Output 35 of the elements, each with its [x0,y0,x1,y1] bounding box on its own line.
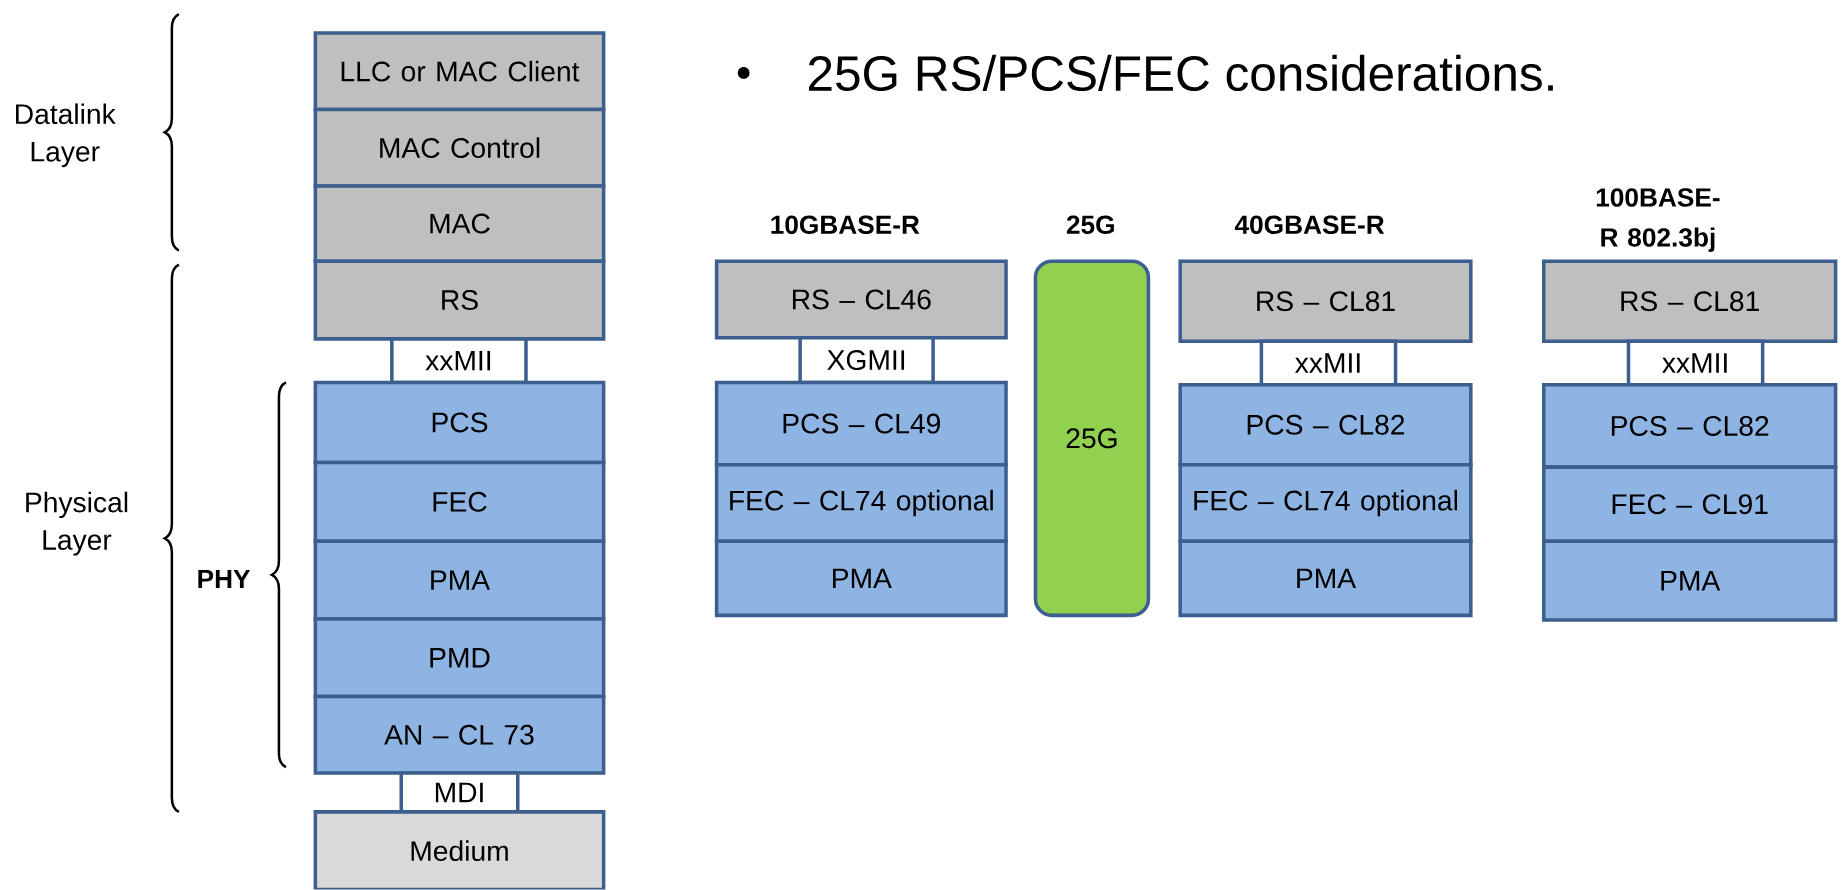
phy-label: PHY [198,570,251,589]
layer-box: PCS – CL82 [1178,383,1473,467]
layer-box: PCS – CL49 [714,380,1008,467]
layer-box: RS – CL81 [1178,259,1473,344]
column-header: 10GBASE-R [771,215,920,235]
interface-box: XGMII [798,336,935,385]
title: 25G RS/PCS/FEC considerations. [809,55,1553,92]
layer-box: LLC or MAC Client [313,31,606,112]
interface-box: xxMII [390,337,528,385]
layer-box: RS – CL46 [714,259,1008,340]
layer-label: Physical Layer [26,491,128,556]
layer-box: AN – CL 73 [313,695,606,776]
layer-box: FEC [313,460,606,544]
layer-box: PMA [1542,539,1838,623]
layer-box: FEC – CL74 optional [714,463,1008,544]
layer-box: PCS [313,380,606,465]
layer-box: FEC – CL74 optional [1178,463,1473,544]
layer-box: RS – CL81 [1542,259,1838,344]
layer-box: MAC Control [313,107,606,188]
layer-box: PMA [1178,539,1473,618]
interface-box: xxMII [1626,339,1765,387]
column-header: 25G [1066,215,1114,235]
layer-box: PMD [313,617,606,699]
layer-box: RS [313,259,606,341]
interface-box: MDI [399,771,520,814]
layer-box: PMA [714,539,1008,618]
layer-box: PMA [313,539,606,621]
column-header: 40GBASE-R [1234,215,1385,235]
layer-box: FEC – CL91 [1542,465,1838,544]
medium-box: Medium [313,810,606,890]
interface-box: xxMII [1259,339,1398,387]
layer-box: MAC [313,184,606,264]
rounded-box: 25G [1033,259,1151,618]
layer-box: PCS – CL82 [1542,383,1838,470]
layer-label: Datalink Layer [16,103,116,168]
